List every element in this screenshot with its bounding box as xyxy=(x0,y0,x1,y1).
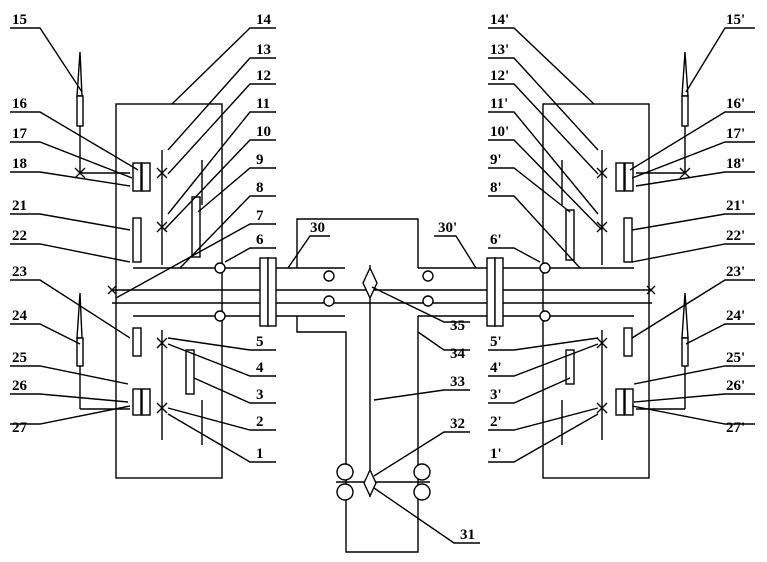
label-32: 32 xyxy=(450,416,465,432)
label-9: 9 xyxy=(256,152,264,168)
label-3-prime: 3' xyxy=(490,387,502,403)
label-24-prime: 24' xyxy=(726,308,745,324)
right-gear-21 xyxy=(624,218,632,262)
part-labels: 15 16 17 18 21 22 23 24 25 26 27 14 13 1… xyxy=(12,12,745,543)
label-14-prime: 14' xyxy=(490,12,509,28)
right-gear-23 xyxy=(624,328,632,356)
components xyxy=(75,52,690,500)
label-22: 22 xyxy=(12,228,27,244)
right-gear-9 xyxy=(566,210,574,260)
label-25-prime: 25' xyxy=(726,350,745,366)
label-12: 12 xyxy=(256,68,271,84)
label-23: 23 xyxy=(12,264,27,280)
right-shaft-coupling-a xyxy=(487,258,495,326)
label-3: 3 xyxy=(256,387,264,403)
label-18: 18 xyxy=(12,156,27,172)
lower-bevel-gear xyxy=(364,470,376,496)
right-clutch-upper xyxy=(616,163,624,191)
right-clutch-upper-2 xyxy=(625,163,633,191)
label-21-prime: 21' xyxy=(726,198,745,214)
label-27: 27 xyxy=(12,420,28,436)
label-5: 5 xyxy=(256,334,264,350)
label-10: 10 xyxy=(256,124,271,140)
label-7: 7 xyxy=(256,208,264,224)
label-8: 8 xyxy=(256,180,264,196)
label-9-prime: 9' xyxy=(490,152,502,168)
label-27-prime: 27' xyxy=(726,420,745,436)
label-25: 25 xyxy=(12,350,27,366)
label-2: 2 xyxy=(256,414,264,430)
left-shaft-coupling-a xyxy=(260,258,268,326)
leader-lines xyxy=(10,28,755,543)
label-18-prime: 18' xyxy=(726,156,745,172)
label-4: 4 xyxy=(256,360,264,376)
center-housing-bottom xyxy=(297,316,418,552)
label-10-prime: 10' xyxy=(490,124,509,140)
label-30-prime: 30' xyxy=(438,220,457,236)
label-6-prime: 6' xyxy=(490,232,502,248)
label-26: 26 xyxy=(12,378,28,394)
label-1-prime: 1' xyxy=(490,446,502,462)
label-35: 35 xyxy=(450,318,465,334)
left-gearbox-housing xyxy=(116,104,222,478)
label-5-prime: 5' xyxy=(490,334,502,350)
left-clutch-lower-2 xyxy=(142,389,150,415)
left-gear-23 xyxy=(133,328,141,356)
label-15: 15 xyxy=(12,12,27,28)
upper-bevel-gear xyxy=(363,268,377,298)
label-4-prime: 4' xyxy=(490,360,502,376)
left-upper-shift-lever xyxy=(77,52,130,173)
label-13-prime: 13' xyxy=(490,42,509,58)
label-24: 24 xyxy=(12,308,28,324)
label-14: 14 xyxy=(256,12,272,28)
label-17: 17 xyxy=(12,126,28,142)
label-11: 11 xyxy=(256,96,270,112)
label-22-prime: 22' xyxy=(726,228,745,244)
right-clutch-lower-2 xyxy=(625,389,633,415)
label-31: 31 xyxy=(460,527,475,543)
label-26-prime: 26' xyxy=(726,378,745,394)
label-6: 6 xyxy=(256,232,264,248)
label-34: 34 xyxy=(450,346,466,362)
right-lower-shift-lever xyxy=(636,293,688,409)
label-16: 16 xyxy=(12,96,28,112)
label-33: 33 xyxy=(450,374,465,390)
right-upper-shift-lever xyxy=(636,52,688,173)
left-gear-21 xyxy=(133,218,141,262)
label-23-prime: 23' xyxy=(726,264,745,280)
left-lower-shift-lever xyxy=(77,293,130,409)
label-1: 1 xyxy=(256,446,264,462)
label-15-prime: 15' xyxy=(726,12,745,28)
label-2-prime: 2' xyxy=(490,414,502,430)
label-30: 30 xyxy=(310,220,325,236)
label-17-prime: 17' xyxy=(726,126,745,142)
label-11-prime: 11' xyxy=(490,96,508,112)
right-gearbox-housing xyxy=(543,104,649,478)
label-12-prime: 12' xyxy=(490,68,509,84)
label-13: 13 xyxy=(256,42,271,58)
right-clutch-lower xyxy=(616,389,624,415)
left-clutch-lower xyxy=(133,389,141,415)
left-clutch-upper-2 xyxy=(142,163,150,191)
right-shaft-coupling-b xyxy=(495,258,503,326)
label-21: 21 xyxy=(12,198,27,214)
label-16-prime: 16' xyxy=(726,96,745,112)
left-shaft-coupling-b xyxy=(268,258,276,326)
label-8-prime: 8' xyxy=(490,180,502,196)
structure xyxy=(112,104,652,552)
left-gear-3 xyxy=(186,350,194,394)
